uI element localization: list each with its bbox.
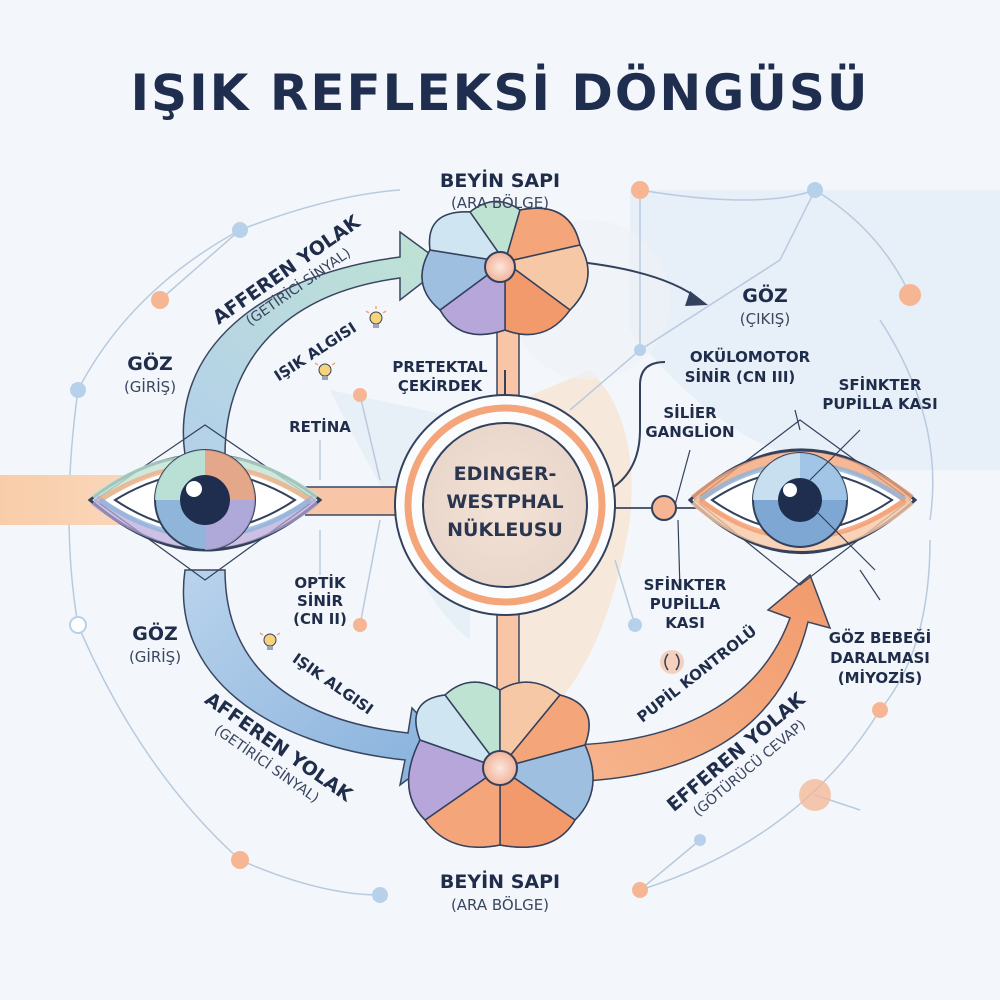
lightbulb-icon: [259, 632, 281, 650]
network-lines: [68, 189, 934, 896]
eye-output-subtitle: (ÇIKIŞ): [740, 310, 790, 328]
leader-lines: [674, 409, 881, 601]
muscle-icon: [660, 650, 684, 674]
miosis-line3: (MİYOZİS): [838, 668, 923, 687]
nucleus-ring: [404, 404, 606, 606]
lightbulb-icon: [314, 362, 336, 380]
ciliary-line2: GANGLİON: [645, 422, 734, 441]
optic-nerve-line1: OPTİK: [294, 573, 347, 592]
nucleus-line3: NÜKLEUSU: [447, 517, 563, 541]
ciliary-line1: SİLİER: [663, 403, 717, 422]
pretectal-label-line1: PRETEKTAL: [392, 358, 488, 376]
eye-input-top-subtitle: (GİRİŞ): [124, 377, 176, 396]
eye-input: [87, 424, 323, 581]
nucleus-line1: EDINGER-: [454, 463, 557, 485]
brainstem-top-subtitle: (ARA BÖLGE): [451, 193, 549, 212]
afferent-arrow-top: [182, 230, 447, 456]
sphincter-mid-line1: SFİNKTER: [644, 575, 727, 594]
nucleus-line2: WESTPHAL: [446, 491, 563, 513]
brainstem-bottom-title: BEYİN SAPI: [440, 869, 560, 893]
miosis-line1: GÖZ BEBEĞİ: [829, 628, 931, 647]
eye-output-title: GÖZ: [742, 283, 788, 307]
brainstem-top-title: BEYİN SAPI: [440, 168, 560, 192]
eye-input-bottom-subtitle: (GİRİŞ): [129, 647, 181, 666]
optic-nerve-line3: (CN II): [293, 610, 347, 628]
optic-nerve-line2: SİNİR: [297, 591, 344, 610]
retina-label: RETİNA: [289, 417, 351, 436]
sphincter-mid-line2: PUPİLLA: [650, 594, 721, 613]
eye-input-bottom-title: GÖZ: [132, 621, 178, 645]
eye-output: [687, 419, 918, 586]
page-title: IŞIK REFLEKSİ DÖNGÜSÜ: [130, 63, 869, 122]
sphincter-mid-line3: KASI: [665, 614, 705, 632]
sphincter-top-line1: SFİNKTER: [839, 375, 922, 394]
network-nodes: [69, 181, 921, 903]
brainstem-bottom-node: [482, 750, 518, 786]
pretectal-label-line2: ÇEKİRDEK: [398, 376, 484, 395]
oculomotor-line1: OKÜLOMOTOR: [690, 347, 811, 366]
ciliary-ganglion-node: [651, 495, 677, 521]
oculomotor-line2: SİNİR (CN III): [685, 367, 796, 386]
eye-input-top-title: GÖZ: [127, 351, 173, 375]
nucleus-core: [422, 422, 588, 588]
lightbulb-icon: [365, 306, 387, 328]
miosis-line2: DARALMASI: [830, 649, 930, 667]
brainstem-bottom-subtitle: (ARA BÖLGE): [451, 895, 549, 914]
sphincter-top-line2: PUPİLLA KASI: [822, 394, 937, 413]
brainstem-top-node: [484, 251, 516, 283]
